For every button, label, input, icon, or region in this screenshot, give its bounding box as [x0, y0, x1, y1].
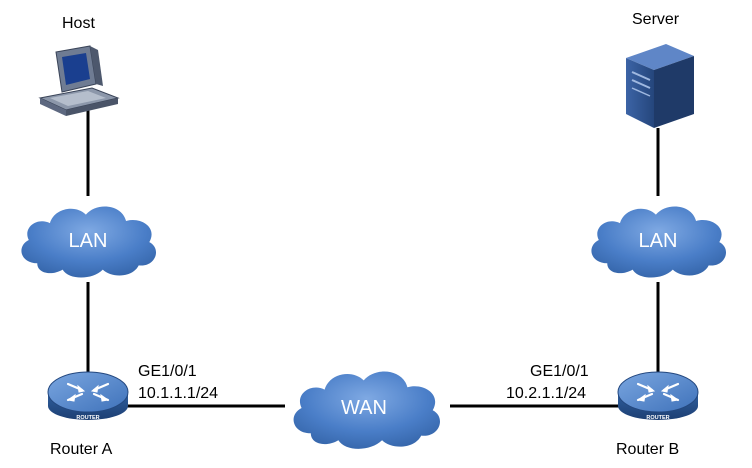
router-a-label: Router A — [50, 441, 113, 458]
links — [86, 108, 660, 408]
router-b-interface-name: GE1/0/1 — [530, 363, 589, 380]
router-b-icon: ROUTER — [617, 371, 699, 421]
router-a-interface-ip: 10.1.1.1/24 — [138, 385, 218, 402]
router-b-badge: ROUTER — [646, 415, 669, 421]
host-label: Host — [62, 15, 95, 32]
desktop-computer-icon — [38, 45, 120, 116]
wan-label: WAN — [341, 397, 387, 419]
wan-cloud: WAN — [293, 371, 440, 449]
server-label: Server — [632, 11, 680, 28]
lan-right-label: LAN — [639, 230, 678, 252]
router-a-icon: ROUTER — [47, 371, 129, 421]
tower-server-icon — [626, 44, 694, 128]
router-a-badge: ROUTER — [76, 415, 99, 421]
router-b-label: Router B — [616, 441, 679, 458]
lan-left-label: LAN — [69, 230, 108, 252]
router-b-interface-ip: 10.2.1.1/24 — [506, 385, 586, 402]
lan-cloud-right: LAN — [591, 206, 727, 278]
lan-cloud-left: LAN — [21, 206, 157, 278]
router-a-interface-name: GE1/0/1 — [138, 363, 197, 380]
